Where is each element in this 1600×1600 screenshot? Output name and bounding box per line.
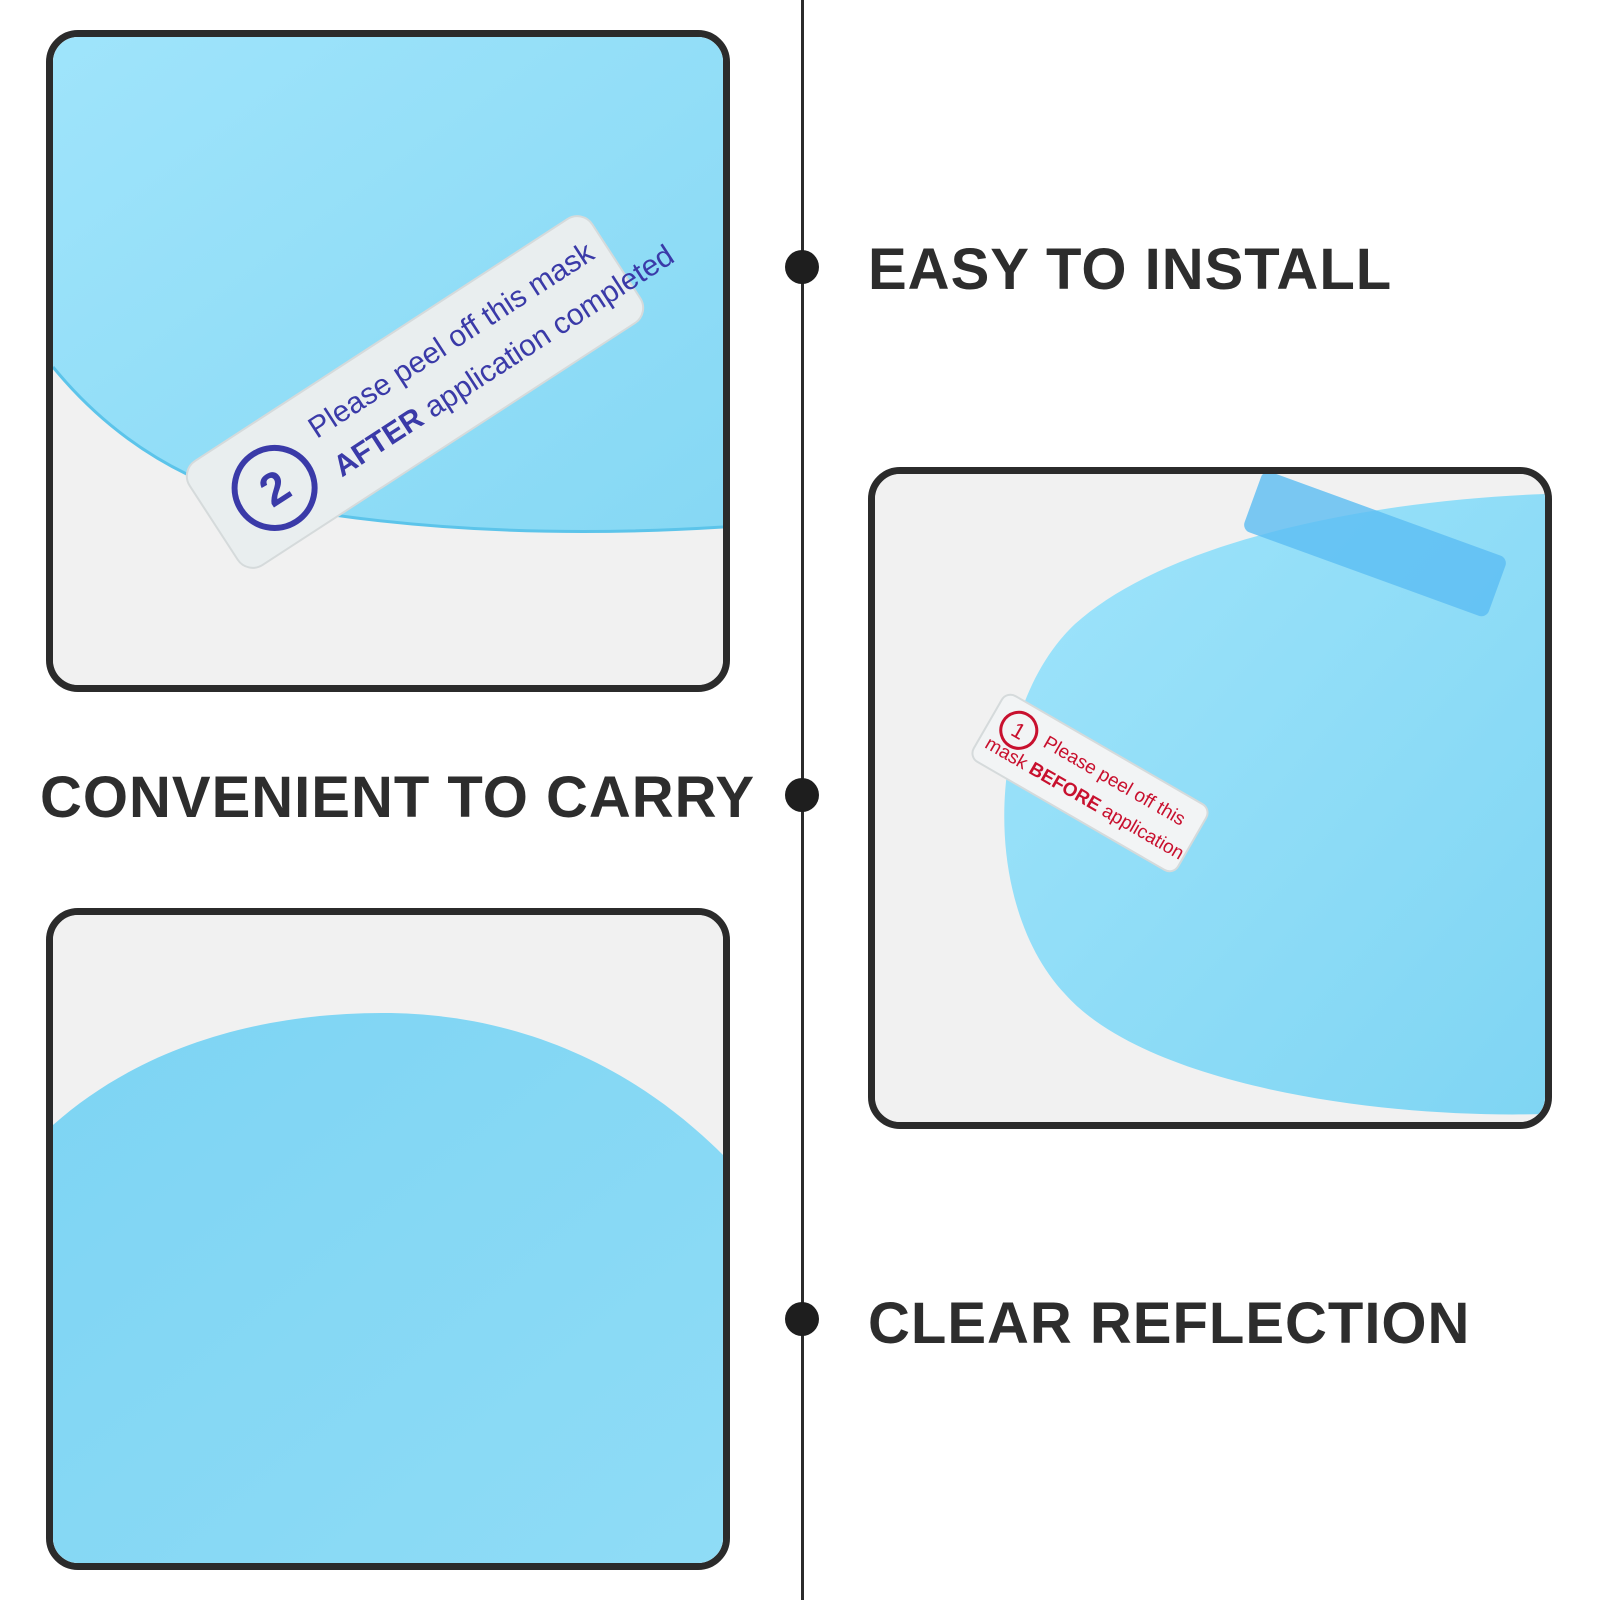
dome-film-shape [53,1013,723,1563]
photo-film-after-sticker: 2 Please peel off this mask AFTER applic… [46,30,730,692]
film-after-image: 2 Please peel off this mask AFTER applic… [53,37,723,685]
film-before-image: 1 Please peel off this mask BEFORE appli… [875,474,1545,1122]
photo-film-before-sticker: 1 Please peel off this mask BEFORE appli… [868,467,1552,1129]
feature-easy-to-install: EASY TO INSTALL [868,237,1393,302]
timeline-dot-easy-install [785,250,819,284]
number-one-circle-icon [999,710,1039,750]
blue-film-shape [53,37,723,532]
photo-film-closeup [46,908,730,1570]
oval-film-shape [1004,494,1545,1115]
number-two-circle-icon [231,444,318,531]
feature-convenient-to-carry: CONVENIENT TO CARRY [40,765,756,830]
film-closeup-image [53,915,723,1563]
feature-clear-reflection: CLEAR REFLECTION [868,1291,1471,1356]
timeline-dot-clear-reflection [785,1302,819,1336]
timeline-dot-convenient-carry [785,778,819,812]
